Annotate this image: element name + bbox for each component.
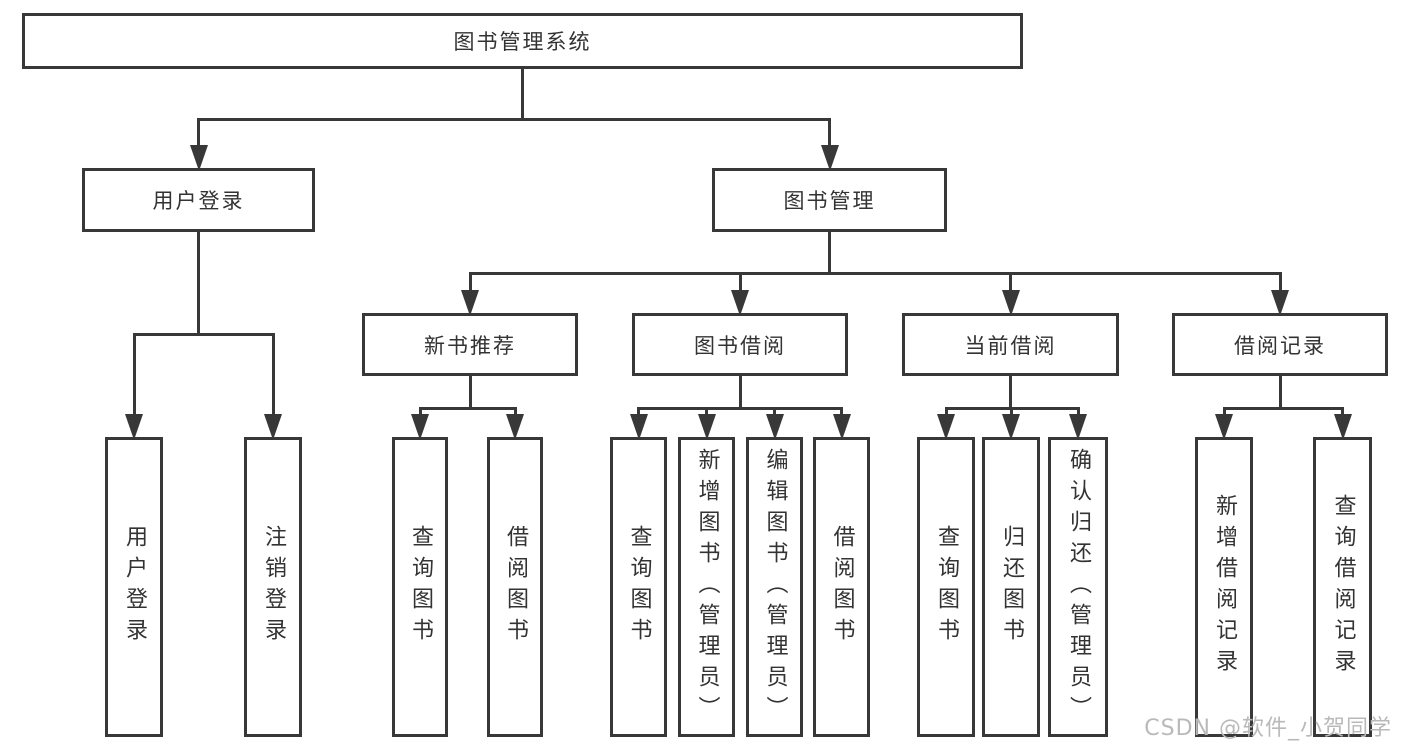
node-leaf-cur-return: 归还图书 (982, 437, 1040, 737)
node-borrow-record: 借阅记录 (1172, 313, 1388, 376)
node-label: 归还图书 (999, 525, 1024, 649)
connector-line (513, 408, 517, 417)
node-label: 图书管理 (783, 189, 876, 213)
node-label: 查询借阅记录 (1330, 494, 1356, 680)
node-leaf-borrow-add: 新增图书（管理员） (678, 437, 735, 737)
node-current-borrow: 当前借阅 (902, 313, 1119, 376)
node-leaf-cur-query: 查询图书 (917, 437, 975, 737)
arrowhead-down-icon (765, 414, 784, 440)
arrowhead-down-icon (1001, 290, 1020, 316)
arrowhead-down-icon (1069, 414, 1087, 440)
connector-line (197, 230, 200, 334)
connector-line (1009, 374, 1012, 408)
node-leaf-borrow-do: 借阅图书 (813, 437, 870, 737)
arrowhead-down-icon (1002, 414, 1020, 440)
node-label: 确认归还（管理员） (1066, 447, 1091, 727)
connector-line (840, 408, 843, 417)
node-leaf-rec-query: 查询图书 (392, 437, 448, 737)
arrowhead-down-icon (506, 414, 524, 440)
node-label: 编辑图书（管理员） (762, 447, 788, 727)
node-leaf-log-add: 新增借阅记录 (1195, 437, 1253, 737)
connector-line (738, 374, 742, 408)
node-new-book-rec: 新书推荐 (362, 313, 578, 376)
connector-line (132, 334, 136, 417)
node-label: 用户登录 (152, 189, 245, 213)
node-label: 借阅图书 (829, 525, 855, 649)
connector-line (828, 119, 831, 148)
arrowhead-down-icon (411, 414, 429, 440)
arrowhead-down-icon (629, 414, 648, 440)
arrowhead-down-icon (731, 290, 749, 316)
node-label: 借阅记录 (1234, 333, 1326, 358)
connector-line (468, 273, 472, 293)
watermark: CSDN @软件_小贺同学 (1144, 716, 1392, 741)
connector-line (828, 230, 831, 273)
connector-line (1009, 408, 1013, 417)
arrowhead-down-icon (1333, 414, 1352, 440)
arrowhead-down-icon (832, 414, 851, 440)
arrowhead-down-icon (937, 414, 955, 440)
connector-line (418, 406, 517, 410)
node-leaf-cur-confirm: 确认归还（管理员） (1048, 437, 1108, 737)
connector-line (197, 117, 831, 121)
arrowhead-down-icon (264, 414, 282, 440)
connector-line (1278, 374, 1282, 408)
node-leaf-user-login: 用户登录 (105, 437, 163, 737)
connector-line (271, 334, 275, 417)
node-label: 新书推荐 (424, 333, 516, 358)
connector-line (1222, 408, 1226, 417)
node-user-login: 用户登录 (82, 168, 315, 232)
arrowhead-down-icon (189, 145, 208, 171)
connector-line (773, 408, 776, 417)
connector-line (1341, 408, 1344, 417)
node-label: 新增图书（管理员） (694, 447, 720, 727)
node-label: 当前借阅 (964, 333, 1057, 358)
connector-line (418, 408, 422, 417)
arrowhead-down-icon (820, 145, 839, 171)
node-leaf-borrow-edit: 编辑图书（管理员） (746, 437, 803, 737)
node-leaf-borrow-query: 查询图书 (610, 437, 667, 737)
node-label: 查询图书 (408, 525, 433, 649)
connector-line (637, 406, 843, 410)
connector-line (468, 271, 1282, 275)
node-label: 用户登录 (122, 525, 147, 649)
arrowhead-down-icon (461, 290, 479, 316)
node-label: 查询图书 (934, 525, 959, 649)
node-root: 图书管理系统 (22, 13, 1023, 69)
node-label: 注销登录 (261, 525, 286, 649)
connector-line (1076, 408, 1080, 417)
node-book-mgmt: 图书管理 (712, 168, 947, 232)
connector-line (705, 408, 708, 417)
node-label: 图书管理系统 (453, 30, 592, 54)
connector-line (1278, 273, 1282, 293)
node-label: 查询图书 (626, 525, 652, 649)
node-label: 图书借阅 (694, 333, 786, 358)
arrowhead-down-icon (125, 414, 143, 440)
node-leaf-rec-borrow: 借阅图书 (487, 437, 543, 737)
node-label: 借阅图书 (503, 525, 528, 649)
node-leaf-logout: 注销登录 (244, 437, 302, 737)
node-book-borrow: 图书借阅 (632, 313, 848, 376)
arrowhead-down-icon (1215, 414, 1233, 440)
node-label: 新增借阅记录 (1212, 494, 1237, 680)
connector-line (197, 119, 200, 148)
connector-line (521, 67, 524, 119)
connector-line (468, 374, 472, 408)
connector-line (944, 408, 948, 417)
arrowhead-down-icon (697, 414, 716, 440)
connector-line (738, 273, 742, 293)
node-leaf-log-query: 查询借阅记录 (1313, 437, 1372, 737)
connector-line (1222, 406, 1344, 410)
connector-line (132, 332, 275, 336)
connector-line (1009, 273, 1012, 293)
arrowhead-down-icon (1271, 290, 1289, 316)
connector-line (637, 408, 640, 417)
